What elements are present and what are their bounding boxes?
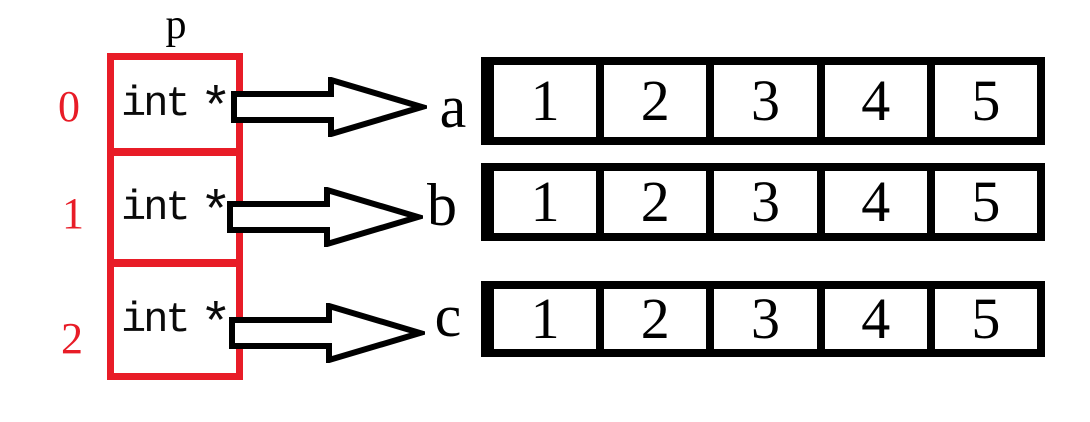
array-c-cell-3: 4 — [816, 289, 927, 349]
array-a-cell-1: 2 — [596, 65, 706, 137]
block-arrow-right-icon — [229, 303, 425, 363]
array-c-cell-1: 2 — [596, 289, 706, 349]
array-a-cell-3: 4 — [816, 65, 927, 137]
pointer-cell-0: int * — [114, 60, 236, 156]
array-label-c: c — [434, 283, 462, 349]
array-a-cell-2: 3 — [706, 65, 816, 137]
pointer-index-1: 1 — [62, 189, 84, 238]
array-c-cell-4: 5 — [926, 289, 1037, 349]
array-a-cell-4: 5 — [926, 65, 1037, 137]
block-arrow-right-icon — [227, 187, 423, 247]
array-a-cell-0: 1 — [530, 68, 560, 133]
array-b-cell-2: 3 — [706, 171, 816, 233]
pointer-array-box: int * int * int * — [107, 53, 243, 380]
array-b-cell-3: 4 — [816, 171, 927, 233]
pointer-cell-1: int * — [114, 156, 236, 267]
pointer-type-text: int — [121, 183, 191, 232]
array-a: 1 2 3 4 5 — [481, 57, 1045, 145]
pointer-cell-2: int * — [121, 296, 233, 357]
array-c-cell-0: 1 — [530, 286, 560, 351]
block-arrow-right-icon — [231, 77, 427, 137]
array-b-cell-1: 2 — [596, 171, 706, 233]
pointer-type-text: int — [121, 296, 191, 344]
pointer-array-title: p — [165, 2, 187, 48]
pointer-type-text: int — [121, 80, 191, 128]
pointer-index-2: 2 — [61, 314, 83, 363]
array-label-b: b — [427, 172, 457, 238]
array-b-cell-4: 5 — [926, 171, 1037, 233]
array-label-a: a — [439, 74, 467, 140]
array-c: 1 2 3 4 5 — [481, 281, 1045, 357]
array-c-cell-2: 3 — [706, 289, 816, 349]
array-b: 1 2 3 4 5 — [481, 163, 1045, 241]
array-b-cell-0: 1 — [530, 169, 560, 234]
pointer-index-0: 0 — [58, 82, 80, 131]
